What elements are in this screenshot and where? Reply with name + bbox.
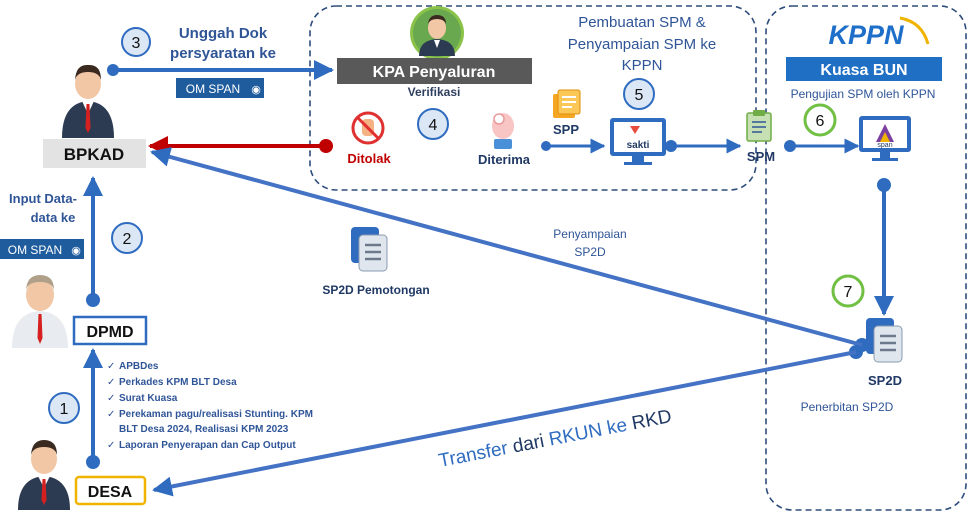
sp2d-pemotongan-icon bbox=[351, 227, 388, 272]
checklist-item: Surat Kuasa bbox=[119, 393, 178, 404]
step-6-number: 6 bbox=[816, 113, 825, 130]
ok-hand-icon bbox=[492, 113, 514, 149]
kpa-region bbox=[309, 5, 757, 191]
ditolak-label: Ditolak bbox=[347, 151, 391, 166]
pembuatan-spm-line1: Pembuatan SPM & bbox=[578, 14, 706, 31]
kppn-region bbox=[765, 5, 967, 511]
unggah-dok-label: Unggah Dok bbox=[179, 25, 268, 42]
step-7-number: 7 bbox=[844, 284, 853, 301]
desa-label: DESA bbox=[88, 484, 133, 501]
pengujian-label: Pengujian SPM oleh KPPN bbox=[791, 87, 936, 101]
om-span-badge-left bbox=[0, 239, 84, 259]
penyampaian-sp2d-line2: SP2D bbox=[574, 245, 606, 259]
arrow-spm-span bbox=[784, 138, 860, 154]
checklist-check-icon: ✓ bbox=[107, 409, 115, 420]
desa-label-box bbox=[74, 475, 147, 506]
step-7-badge bbox=[831, 274, 865, 308]
sp2d-document-icon bbox=[866, 318, 903, 363]
arrow-diterima-sakti bbox=[541, 138, 606, 154]
pembuatan-spm-line2: Penyampaian SPM ke bbox=[568, 36, 716, 53]
checklist-item: Laporan Penyerapan dan Cap Output bbox=[119, 440, 296, 451]
step-4-badge bbox=[417, 108, 449, 140]
persyaratan-label: persyaratan ke bbox=[170, 45, 276, 62]
om-span-label-top: OM SPAN bbox=[186, 82, 240, 96]
step-5-badge bbox=[623, 78, 655, 110]
transfer-label: Transfer dari RKUN ke RKD bbox=[437, 406, 674, 472]
input-data-line2: data ke bbox=[31, 210, 76, 225]
kuasa-bun-label: Kuasa BUN bbox=[820, 62, 907, 79]
pembuatan-spm-line3: KPPN bbox=[622, 57, 663, 74]
kppn-logo-swoosh bbox=[899, 16, 930, 45]
desa-person-icon bbox=[18, 440, 70, 510]
span-monitor-icon: span bbox=[859, 116, 911, 161]
arrow-desa-dpmd bbox=[83, 348, 103, 469]
step-2-number: 2 bbox=[123, 231, 132, 248]
step-2-badge bbox=[111, 222, 143, 254]
kuasa-bun-bar bbox=[786, 57, 942, 81]
document-checklist: ✓ APBDes ✓ Perkades KPM BLT Desa ✓ Surat… bbox=[107, 361, 313, 451]
arrow-span-sp2d bbox=[874, 178, 894, 316]
dpmd-person-icon bbox=[12, 275, 68, 348]
om-span-label-left: OM SPAN bbox=[8, 243, 62, 257]
input-data-line1: Input Data- bbox=[9, 191, 77, 206]
kpa-person-icon bbox=[410, 6, 464, 60]
binoculars-icon: ◉ bbox=[251, 84, 261, 96]
spp-label: SPP bbox=[553, 122, 579, 137]
span-label: span bbox=[877, 142, 892, 149]
checklist-check-icon: ✓ bbox=[107, 393, 115, 404]
dpmd-label: DPMD bbox=[86, 324, 133, 341]
checklist-item: APBDes bbox=[119, 361, 159, 372]
bpkad-person-icon bbox=[62, 64, 114, 138]
arrow-ditolak bbox=[148, 136, 333, 156]
checklist-item: BLT Desa 2024, Realisasi KPM 2023 bbox=[119, 424, 289, 435]
om-span-badge-top bbox=[176, 78, 264, 98]
kpa-label-bar bbox=[337, 58, 532, 84]
kppn-logo: KPPN bbox=[828, 20, 904, 50]
bpkad-label-box bbox=[43, 139, 146, 168]
penyampaian-sp2d-line1: Penyampaian bbox=[553, 227, 626, 241]
arrow-unggah-dok bbox=[107, 60, 334, 80]
kpa-label: KPA Penyaluran bbox=[373, 64, 496, 81]
sakti-monitor-icon: sakti bbox=[610, 118, 666, 165]
spp-document-icon bbox=[553, 89, 581, 118]
sp2d-pemotongan-label: SP2D Pemotongan bbox=[322, 283, 429, 297]
step-1-badge bbox=[48, 392, 80, 424]
checklist-item: Perekaman pagu/realisasi Stunting. KPM bbox=[119, 409, 313, 420]
dpmd-label-box bbox=[72, 315, 148, 346]
step-6-badge bbox=[803, 103, 837, 137]
penerbitan-sp2d-label: Penerbitan SP2D bbox=[801, 400, 894, 414]
step-5-number: 5 bbox=[635, 87, 644, 104]
spm-clipboard-icon bbox=[746, 110, 772, 142]
bpkad-label: BPKAD bbox=[64, 145, 124, 164]
arrow-sakti-spm bbox=[665, 138, 742, 154]
binoculars-icon-left: ◉ bbox=[71, 245, 81, 257]
checklist-check-icon: ✓ bbox=[107, 377, 115, 388]
sakti-label: sakti bbox=[627, 140, 650, 151]
step-3-badge bbox=[121, 27, 151, 57]
verifikasi-label: Verifikasi bbox=[408, 85, 461, 99]
step-3-number: 3 bbox=[132, 35, 141, 52]
step-4-number: 4 bbox=[429, 117, 438, 134]
arrow-penyampaian-sp2d bbox=[150, 147, 869, 352]
checklist-item: Perkades KPM BLT Desa bbox=[119, 377, 237, 388]
checklist-check-icon: ✓ bbox=[107, 361, 115, 372]
arrow-transfer-rkd bbox=[152, 345, 863, 497]
sp2d-label: SP2D bbox=[868, 373, 902, 388]
step-1-number: 1 bbox=[60, 401, 69, 418]
checklist-check-icon: ✓ bbox=[107, 440, 115, 451]
diterima-label: Diterima bbox=[478, 152, 531, 167]
spm-label: SPM bbox=[747, 149, 775, 164]
arrow-dpmd-bpkad bbox=[83, 176, 103, 307]
rejected-hand-icon bbox=[351, 111, 385, 145]
